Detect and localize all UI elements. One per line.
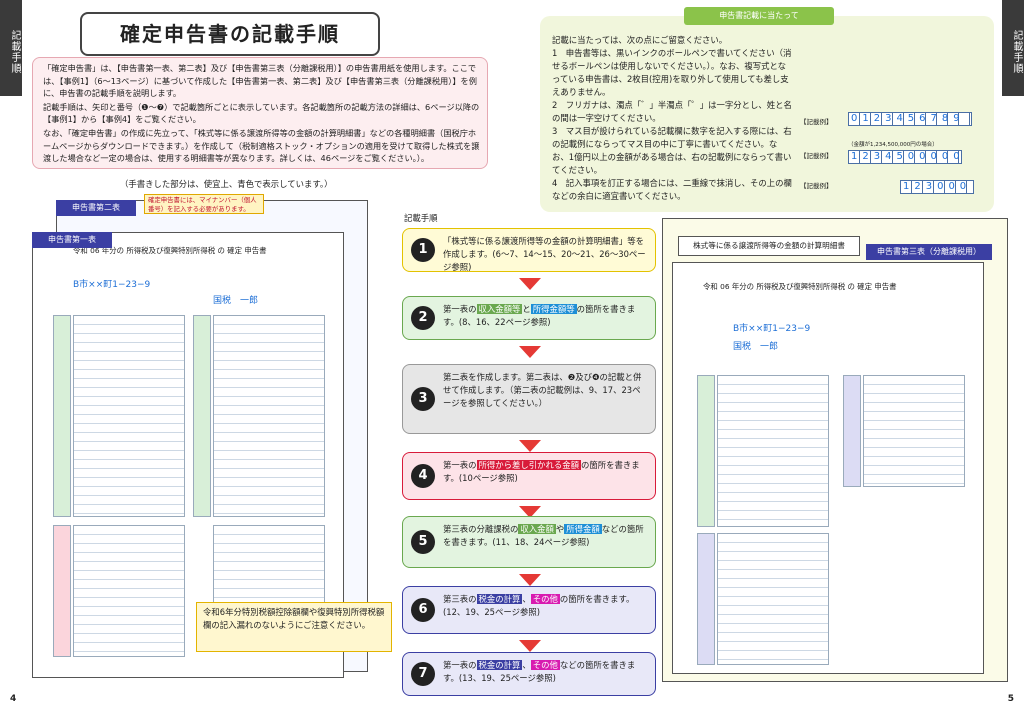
step-4-tag-deduction: 所得から差し引かれる金額 [476,460,581,470]
step-6-text-a: 第三表の [443,594,477,604]
step-3-number: 3 [411,387,435,411]
step-2: 2 第一表の収入金額等と所得金額等の箇所を書きます。(8、16、22ページ参照) [402,296,656,340]
step-7-number: 7 [411,662,435,686]
form-sheet-3: 令和 06 年分の 所得税及び復興特別所得税 の 確定 申告書 B市××町1−2… [672,262,984,674]
step-7-tag-other: その他 [530,660,560,670]
example-cells-3: 123000 [900,180,974,194]
step-6: 6 第三表の税金の計算、その他の箇所を書きます。(12、19、25ページ参照) [402,586,656,634]
step-5-text-a: 第三表の分離課税の [443,524,519,534]
step-7-mid: 、 [522,660,531,670]
step-arrow [519,346,541,358]
example-label-2: 【記載例】 [800,152,833,160]
form-1-tab: 申告書第一表 [32,232,112,248]
step-arrow [519,506,541,518]
separate-tax-label [697,533,715,665]
example-cells-1: 0123456789 [848,112,972,126]
mynumber-note: 確定申告書には、マイナンバー（個人番号）を記入する必要があります。 [144,194,264,214]
step-7: 7 第一表の税金の計算、その他などの箇所を書きます。(13、19、25ページ参照… [402,652,656,696]
form-sheet-1: 令和 06 年分の 所得税及び復興特別所得税 の 確定 申告書 B市××町1−2… [32,232,344,678]
tax-column-label [193,315,211,517]
intro-paragraph-2: 記載手順は、矢印と番号（❶〜❼）で記載箇所ごとに表示しています。各記載箇所の記載… [43,101,480,125]
step-4-number: 4 [411,464,435,488]
step-arrow [519,640,541,652]
step-arrow [519,278,541,290]
step-5-text-b: などの箇所を書きます。(11、18、24ページ参照) [443,524,644,547]
step-1: 1 「株式等に係る譲渡所得等の金額の計算明細書」等を作成します。(6〜7、14〜… [402,228,656,272]
step-7-text-a: 第一表の [443,660,477,670]
separate-income-column [717,375,829,527]
step-2-mid: と [522,304,531,314]
notice-item-3: 3 マス目が設けられている記載欄に数字を記入する際には、右の記載例にならってマス… [552,126,792,175]
form-1-title: 令和 06 年分の 所得税及び復興特別所得税 の 確定 申告書 [73,246,267,255]
step-3: 3 第二表を作成します。第二表は、❷及び❹の記載と併せて作成します。（第二表の記… [402,364,656,434]
step-4: 4 第一表の所得から差し引かれる金額の箇所を書きます。(10ページ参照) [402,452,656,500]
tax-calc-column [863,375,965,487]
step-arrow [519,440,541,452]
deduction-column-label [53,525,71,657]
form-2-tab: 申告書第二表 [56,200,136,216]
step-5-mid: や [555,524,565,534]
step-5: 5 第三表の分離課税の収入金額や所得金額などの箇所を書きます。(11、18、24… [402,516,656,568]
form-3-title: 令和 06 年分の 所得税及び復興特別所得税 の 確定 申告書 [703,282,897,291]
steps-header: 記載手順 [404,213,438,223]
step-2-text-b: の箇所を書きます。(8、16、22ページ参照) [443,304,636,327]
example-label-1: 【記載例】 [800,118,833,126]
tax-amount-column [213,315,325,517]
notice-item-1: 1 申告書等は、黒いインクのボールペンで書いてください（消せるボールペンは使用し… [552,48,792,97]
deduction-amount-column [73,525,185,657]
step-6-mid: 、 [522,594,531,604]
form-1-name: 国税 一郎 [213,296,259,306]
example-cells-2: 1234500000 [848,150,962,164]
page-title: 確定申告書の記載手順 [80,12,380,56]
form-3-name: 国税 一郎 [733,342,779,352]
calc-sheet-label: 株式等に係る譲渡所得等の金額の計算明細書 [678,236,860,256]
separate-tax-column [717,533,829,665]
section-tab-left: 記載手順 [0,0,22,96]
page-number-right: 5 [1007,694,1014,704]
separate-income-label [697,375,715,527]
income-amount-column [73,315,185,517]
section-tab-right: 記載手順 [1002,0,1024,96]
intro-paragraph-1: 「確定申告書」は、【申告書第一表、第二表】及び【申告書第三表（分離課税用）】の申… [43,63,477,99]
page-number-left: 4 [10,694,17,704]
step-6-tag-tax: 税金の計算 [476,594,523,604]
form-3-address: B市××町1−23−9 [733,324,811,334]
step-3-text: 第二表を作成します。第二表は、❷及び❹の記載と併せて作成します。（第二表の記載例… [443,372,642,408]
step-5-tag-amount: 所得金額 [564,524,602,534]
form-1-address: B市××町1−23−9 [73,280,151,290]
example-label-3: 【記載例】 [800,182,833,190]
notice-item-4: 4 記入事項を訂正する場合には、二重線で抹消し、その上の欄などの余白に適宜書いて… [552,178,792,201]
step-arrow [519,574,541,586]
step-2-tag-income: 収入金額等 [476,304,523,314]
step-4-text-a: 第一表の [443,460,477,470]
step-4-text-b: の箇所を書きます。(10ページ参照) [443,460,640,483]
hand-note: （手書きした部分は、使宜上、青色で表示しています。） [120,179,333,189]
form-3-tab: 申告書第三表（分離課税用） [866,244,992,260]
step-6-tag-other: その他 [530,594,560,604]
callout-note: 令和6年分特別税額控除額欄や復興特別所得税額欄の記入漏れのないようにご注意くださ… [196,602,392,652]
step-6-text-b: の箇所を書きます。(12、19、25ページ参照) [443,594,635,617]
step-6-number: 6 [411,598,435,622]
step-1-number: 1 [411,238,435,262]
step-5-tag-income: 収入金額 [518,524,556,534]
step-2-tag-amount: 所得金額等 [530,304,577,314]
intro-paragraph-3: なお、「確定申告書」の作成に先立って、「株式等に係る譲渡所得等の金額の計算明細書… [43,127,480,164]
step-7-tag-tax: 税金の計算 [476,660,523,670]
income-column-label [53,315,71,517]
step-1-text: 「株式等に係る譲渡所得等の金額の計算明細書」等を作成します。(6〜7、14〜15… [443,236,646,272]
example-caption-2: （金額が1,234,500,000円の場合） [848,142,938,148]
step-7-text-b: などの箇所を書きます。(13、19、25ページ参照) [443,660,636,683]
step-2-number: 2 [411,306,435,330]
other-amount-column [213,525,325,607]
step-5-number: 5 [411,530,435,554]
notice-tab: 申告書記載に当たって [684,7,834,25]
intro-box: 「確定申告書」は、【申告書第一表、第二表】及び【申告書第三表（分離課税用）】の申… [32,57,488,169]
tax-calc-label [843,375,861,487]
notice-lead: 記載に当たっては、次の点にご留意ください。 [552,35,728,45]
notice-item-2: 2 フリガナは、濁点「゛」半濁点「゜」は一字分とし、姓と名の間は一字空けてくださ… [552,100,792,123]
step-2-text-a: 第一表の [443,304,477,314]
